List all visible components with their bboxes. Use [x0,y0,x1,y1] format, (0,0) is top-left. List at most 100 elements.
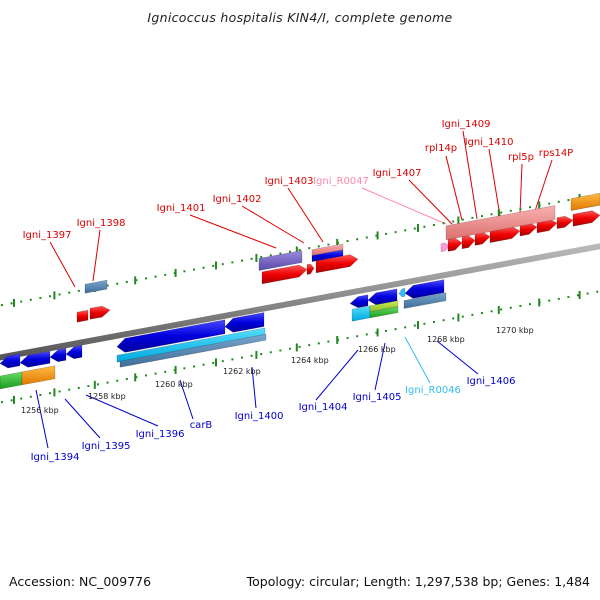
cds-igni-1404-track [351,305,371,322]
igni-1403-leader [287,187,324,243]
gene-igni-r0047 [440,242,450,253]
lower-tick-dot [394,328,397,331]
lower-tick-dot [471,313,474,316]
lower-tick-dot [39,394,42,397]
igni-r0046-leader [404,336,431,384]
lower-tick-dot [365,333,368,336]
lower-tick-dot [442,319,445,322]
upper-tick-dot [269,254,272,257]
upper-tick-dot [39,297,42,300]
genome-title: Ignicoccus hospitalis KIN4/I, complete g… [147,10,453,25]
gene-igni-1400 [224,312,265,333]
lower-tick-dot [125,377,128,380]
igni-1401-label: Igni_1401 [157,203,206,214]
upper-tick-dot [289,250,291,253]
rna-operon-track [445,205,556,241]
igni-1406-leader [436,340,479,375]
gene-igni-1398 [89,305,111,320]
lower-tick-dot [87,385,90,388]
gene-igni-1404 [349,294,369,308]
upper-tick-dot [68,291,71,294]
lower-tick-dot [68,388,71,391]
scale-label: 1258 kbp [88,392,126,401]
upper-tick-dot [231,261,234,264]
igni-1401-leader [189,214,277,249]
upper-tick-dot [567,199,570,202]
scale-label: 1266 kbp [358,345,396,354]
lower-tick-dot [116,379,119,382]
lower-tick-dot [1,401,3,404]
feature-orange-left [21,365,56,386]
cds-igni-1398-track [84,279,108,294]
label-leader-lines [35,130,553,449]
lower-tick-dot [481,312,483,315]
lower-tick-dot [250,354,253,357]
lower-tick-dot [509,306,512,309]
upper-tick-dot [413,227,416,230]
upper-tick-dot [481,215,483,218]
upper-tick-dot [557,200,560,203]
rpl5p-label: rpl5p [508,152,534,163]
igni-1404-leader [315,349,359,401]
upper-tick-dot [461,218,464,221]
gene-features [0,192,600,390]
upper-tick-dot [154,275,157,278]
upper-tick-dot [1,304,3,307]
igni-1398-label: Igni_1398 [77,218,126,229]
igni-1400-leader [251,366,257,409]
gene-extra-2 [572,210,600,227]
igni-1400-label: Igni_1400 [235,411,284,422]
igni-1395-label: Igni_1395 [82,441,131,452]
lower-tick-dot [202,363,205,366]
lower-tick-dot [164,370,167,373]
accession-text: Accession: NC_009776 [9,574,152,589]
igni-1407-label: Igni_1407 [373,168,422,179]
rpl14p-leader [445,155,463,221]
igni-1398-leader [92,229,101,282]
upper-tick-dot [433,223,435,226]
feature-orange-upper [570,192,600,211]
feature-green-left [0,371,23,390]
lower-tick-dot [375,331,378,334]
upper-tick-dot [509,209,512,212]
igni-1410-leader [488,148,501,217]
gene-igni-1397 [76,309,89,323]
gene-igni-1405 [367,288,398,306]
gene-igni-1407 [447,237,463,252]
lower-tick-dot [145,374,147,377]
lower-tick-dot [346,337,349,340]
upper-tick-dot [404,229,407,232]
upper-tick-dot [212,264,215,267]
scale-label: 1260 kbp [155,380,193,389]
upper-tick-dot [442,222,445,225]
upper-tick-dot [125,280,128,283]
igni-1396-leader [85,394,159,427]
igni-1396-label: Igni_1396 [136,429,185,440]
igni-1395-leader [64,398,101,439]
igni-r0047-label: Igni_R0047 [313,176,369,187]
lower-tick-dot [193,365,195,368]
igni-1402-leader [241,205,305,244]
tick-rows [1,193,599,404]
carb-leader [179,379,194,420]
lower-tick-dot [97,383,99,386]
lower-tick-dot [58,390,61,393]
igni-1404-label: Igni_1404 [299,402,348,413]
igni-1405-leader [374,342,386,391]
upper-tick-dot [375,234,378,237]
lower-tick-dot [106,381,109,384]
upper-tick-dot [29,298,32,301]
igni-1394-label: Igni_1394 [31,452,80,463]
upper-tick-dot [471,216,474,219]
gene-rpl14p [461,235,476,250]
lower-tick-dot [577,294,579,297]
lower-tick-dot [289,347,291,350]
upper-tick-dot [77,289,80,292]
lower-tick-dot [183,367,186,370]
lower-tick-dot [586,292,589,295]
igni-1409-label: Igni_1409 [442,119,491,130]
lower-tick-dot [279,349,282,352]
upper-tick-dot [241,259,243,262]
lower-tick-dot [260,353,263,356]
